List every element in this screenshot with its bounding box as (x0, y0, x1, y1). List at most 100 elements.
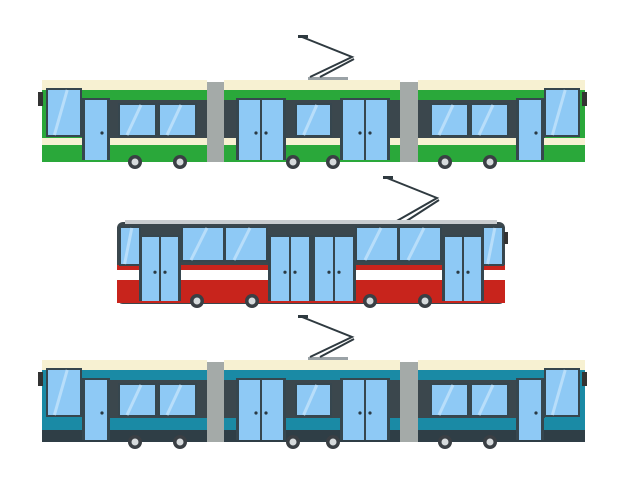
green-articulated-tram (38, 35, 587, 169)
roof (125, 220, 497, 224)
wheel-hub (289, 438, 297, 446)
window-glare (302, 104, 319, 136)
door-leaf (291, 237, 309, 301)
window-glare (52, 369, 69, 416)
wheel-hub (486, 158, 494, 166)
door-leaf (366, 100, 387, 160)
body-stripe (418, 138, 585, 145)
pantograph-arm (319, 58, 355, 78)
wheel-hub (486, 438, 494, 446)
roof-strip (42, 80, 207, 90)
door-handle (456, 270, 460, 274)
articulation-joint (400, 362, 418, 442)
pantograph-head (298, 315, 308, 318)
door-handle (534, 411, 538, 415)
wheel-hub (329, 158, 337, 166)
pantograph-arm (319, 338, 355, 358)
wheel-hub (131, 158, 139, 166)
wheel-hub (289, 158, 297, 166)
wheel-hub (131, 438, 139, 446)
window-glare (189, 227, 209, 261)
pantograph-head (298, 35, 308, 38)
roof-strip (224, 80, 400, 90)
pantograph-arm (301, 316, 355, 358)
door-leaf (85, 380, 107, 440)
pantograph-head (383, 176, 393, 179)
door-leaf (335, 237, 353, 301)
mirror (38, 372, 43, 386)
door-handle (358, 131, 362, 135)
door-handle (534, 131, 538, 135)
door-handle (254, 411, 258, 415)
door-handle (264, 411, 268, 415)
door-handle (337, 270, 341, 274)
body-stripe (42, 138, 207, 145)
door-handle (254, 131, 258, 135)
red-short-tram (117, 176, 508, 308)
door-handle (368, 411, 372, 415)
door-handle (368, 131, 372, 135)
door-handle (100, 131, 104, 135)
window-glare (165, 104, 183, 136)
articulation-joint (207, 82, 224, 162)
body-stripe (418, 418, 585, 425)
pantograph-arm (301, 36, 355, 78)
mirror (582, 92, 587, 106)
window-glare (437, 104, 455, 136)
door-leaf (271, 237, 289, 301)
window-glare (477, 384, 495, 416)
wheel-hub (248, 297, 256, 305)
door-leaf (85, 100, 107, 160)
window-glare (406, 227, 426, 261)
mirror (38, 92, 43, 106)
window-glare (363, 227, 383, 261)
door-leaf (262, 380, 283, 440)
door-leaf (142, 237, 159, 301)
door-leaf (519, 100, 541, 160)
window-glare (437, 384, 455, 416)
window-glare (165, 384, 183, 416)
window-glare (486, 227, 497, 265)
window-glare (52, 89, 69, 136)
door-leaf (262, 100, 283, 160)
window-glare (232, 227, 252, 261)
wheel-hub (193, 297, 201, 305)
pantograph-base (308, 77, 348, 80)
door-handle (293, 270, 297, 274)
door-leaf (161, 237, 178, 301)
wheel-hub (366, 297, 374, 305)
window-glare (550, 369, 567, 416)
wheel-hub (421, 297, 429, 305)
body-stripe (224, 418, 400, 425)
door-leaf (239, 380, 260, 440)
door-handle (466, 270, 470, 274)
teal-articulated-tram (38, 315, 587, 449)
door-leaf (519, 380, 541, 440)
door-leaf (343, 100, 364, 160)
roof-strip (42, 360, 207, 370)
roof-strip (418, 80, 585, 90)
pantograph-arm (386, 177, 440, 223)
articulation-joint (400, 82, 418, 162)
door-handle (153, 270, 157, 274)
wheel-hub (441, 158, 449, 166)
door-leaf (343, 380, 364, 440)
door-handle (163, 270, 167, 274)
mirror (582, 372, 587, 386)
window-glare (123, 227, 134, 265)
window-glare (477, 104, 495, 136)
door-leaf (366, 380, 387, 440)
window-glare (302, 384, 319, 416)
door-leaf (445, 237, 462, 301)
window-glare (550, 89, 567, 136)
body-stripe (224, 138, 400, 145)
door-leaf (315, 237, 333, 301)
door-handle (358, 411, 362, 415)
wheel-hub (441, 438, 449, 446)
wheel-hub (329, 438, 337, 446)
pantograph-arm (404, 199, 440, 223)
door-handle (283, 270, 287, 274)
articulation-joint (207, 362, 224, 442)
window-glare (125, 104, 143, 136)
